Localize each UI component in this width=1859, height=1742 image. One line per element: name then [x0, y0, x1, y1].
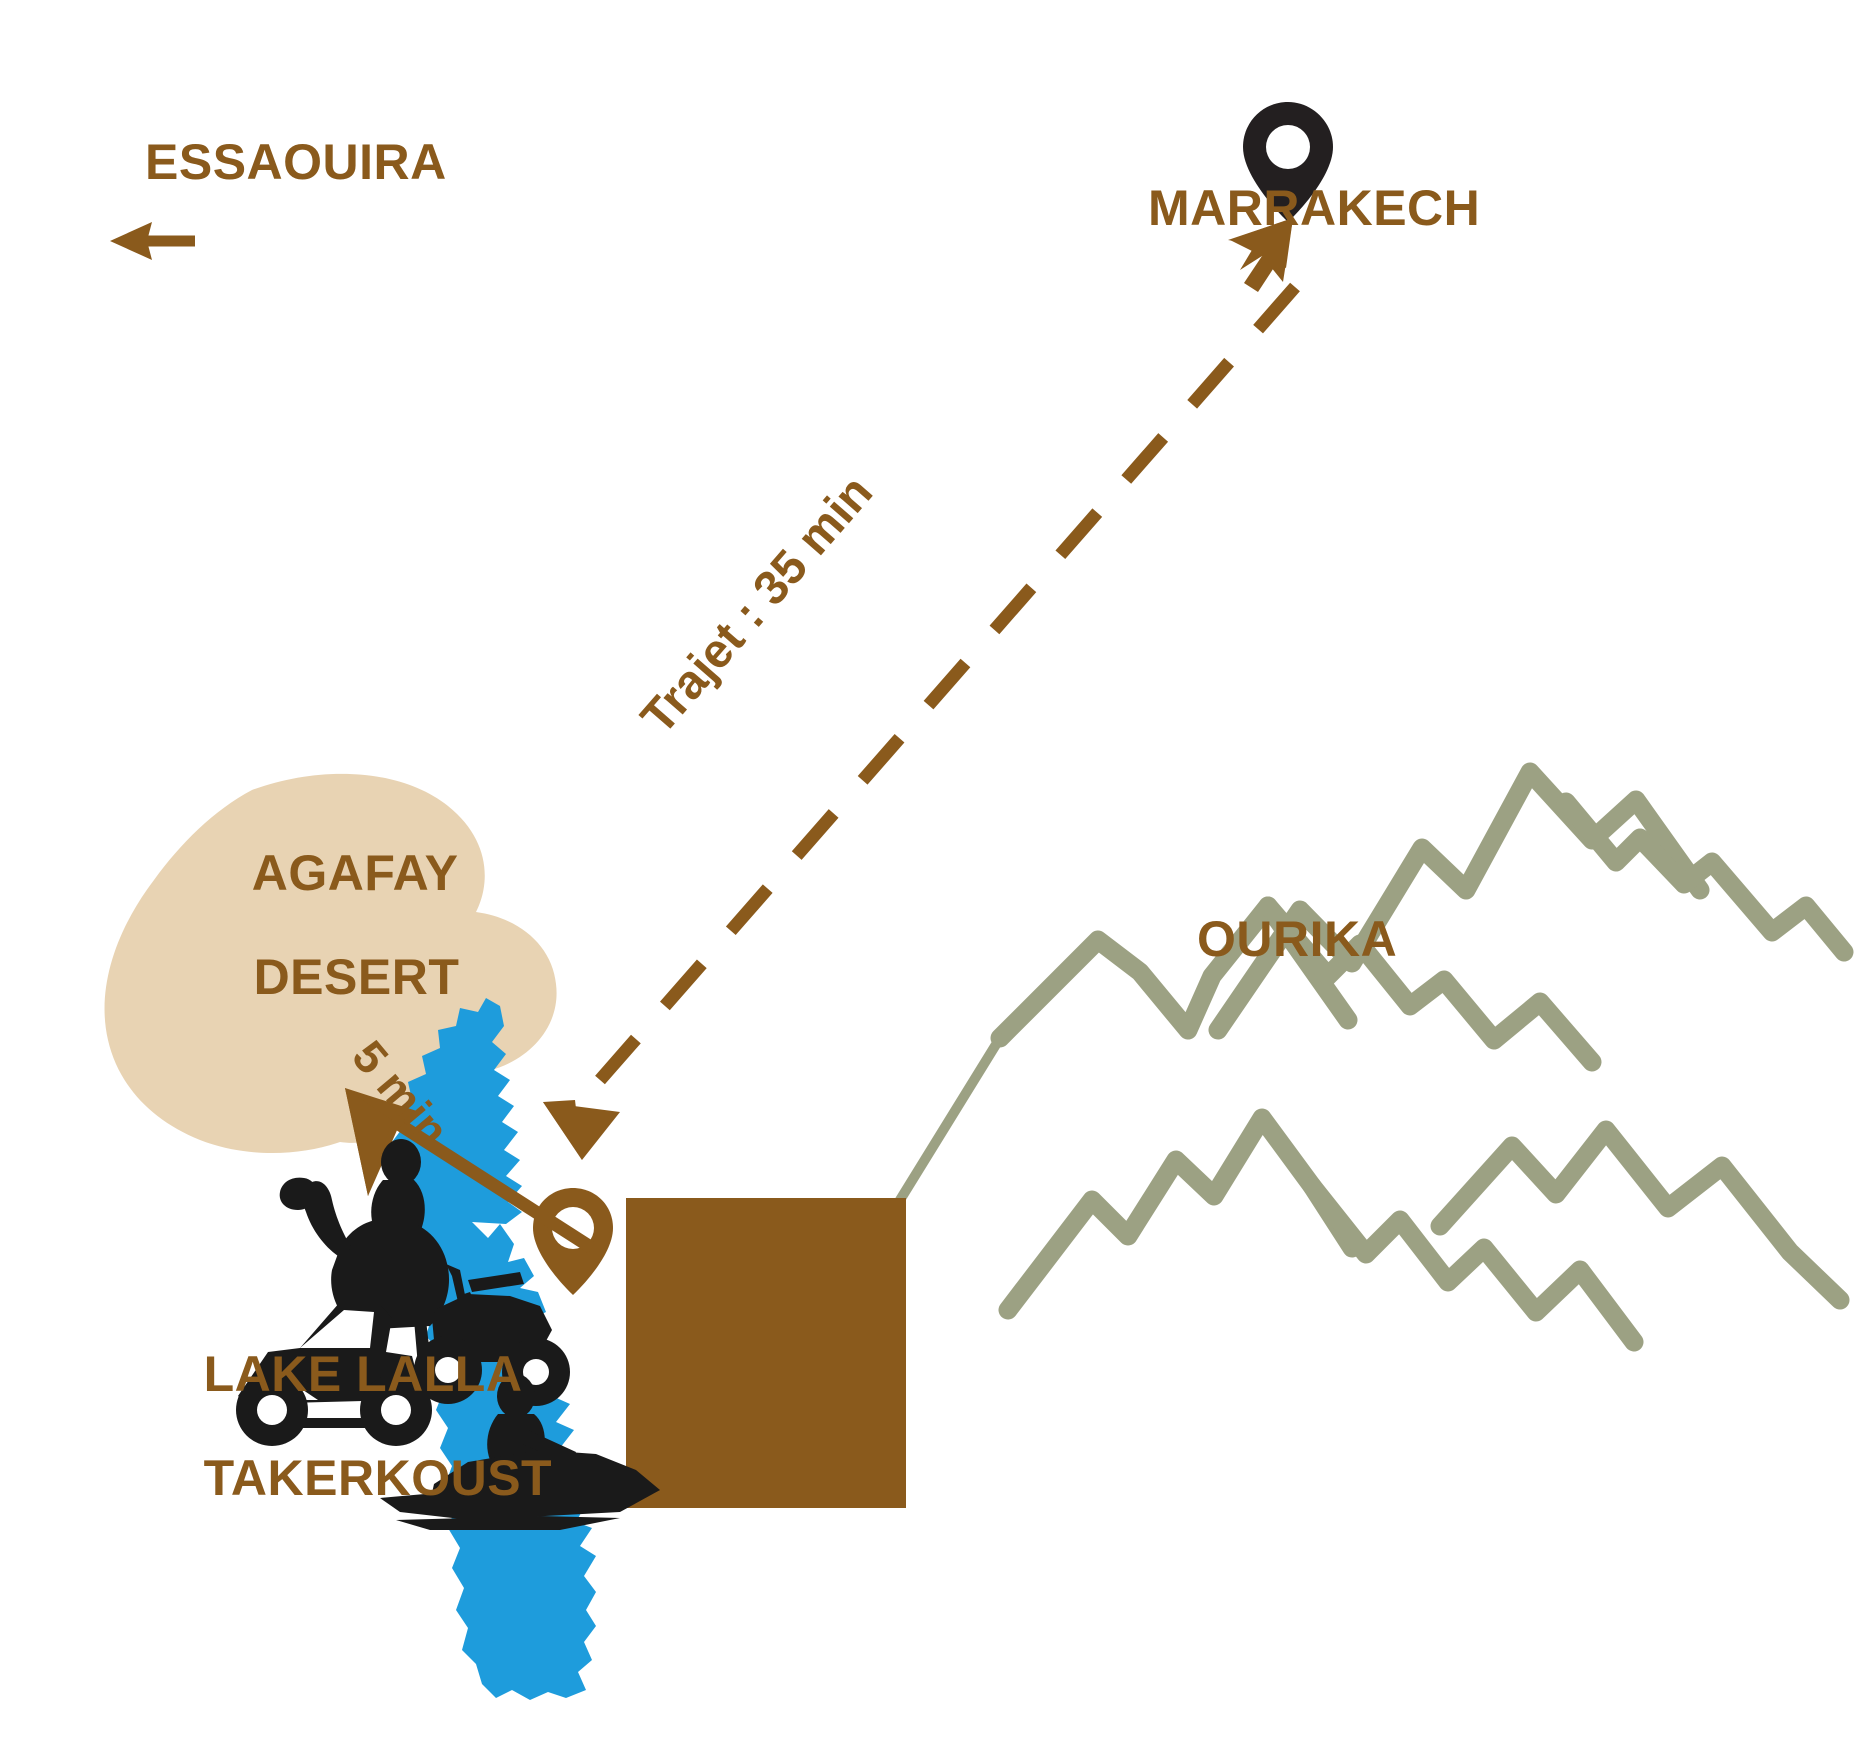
label-agafay-line2: DESERT — [253, 949, 460, 1005]
cursor-arrow-icon — [1228, 218, 1293, 292]
label-lake-line2: TAKERKOUST — [203, 1450, 553, 1506]
dashed-route-line — [595, 282, 1300, 1085]
left-arrow-icon — [110, 222, 195, 260]
label-essaouira: ESSAOUIRA — [145, 134, 447, 190]
map-pin-icon — [1243, 102, 1333, 222]
quad-bike-icon — [414, 1272, 570, 1406]
label-marrakech: MARRAKECH — [1148, 180, 1481, 236]
label-lake-line1: LAKE LALLA — [203, 1346, 523, 1402]
label-ourika: OURIKA — [1197, 911, 1398, 967]
label-agafay-desert: AGAFAY DESERT — [196, 795, 459, 1055]
arrow-to-desert-icon — [345, 1088, 596, 1254]
label-agafay-line1: AGAFAY — [251, 845, 459, 901]
buggy-icon — [236, 1300, 432, 1446]
label-lake-lalla-takerkoust: LAKE LALLA TAKERKOUST — [146, 1296, 552, 1556]
jet-ski-icon — [380, 1374, 660, 1530]
arrowhead-down-icon — [543, 1100, 620, 1160]
